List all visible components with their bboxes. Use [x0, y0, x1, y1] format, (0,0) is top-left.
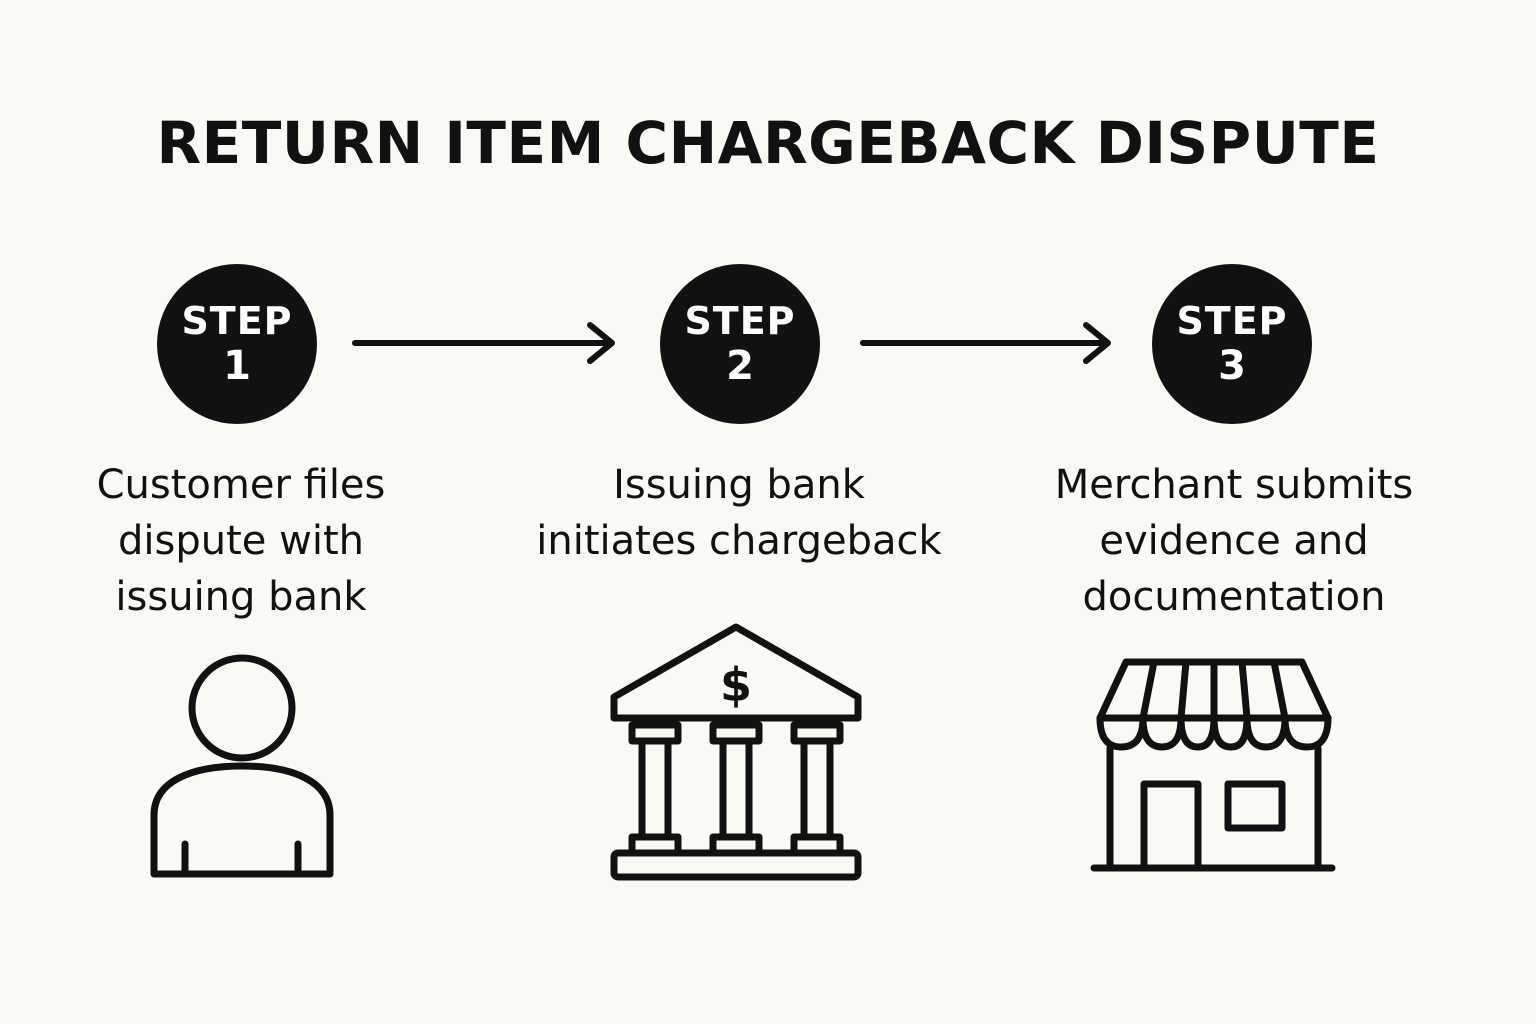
arrow-step-1-to-2: [352, 322, 615, 364]
step-1-number: 1: [223, 343, 251, 389]
step-1-description: Customer files dispute with issuing bank: [21, 457, 461, 625]
step-1-description-line: dispute with: [118, 518, 364, 564]
step-3-description: Merchant submits evidence and documentat…: [1014, 457, 1454, 625]
step-3-number: 3: [1218, 343, 1246, 389]
arrow-step-2-to-3: [860, 322, 1111, 364]
step-1-circle: STEP 1: [157, 264, 317, 424]
dollar-sign-icon: $: [720, 658, 752, 712]
step-3-description-line: evidence and: [1099, 518, 1369, 564]
step-3-description-line: documentation: [1082, 574, 1386, 620]
step-2-circle: STEP 2: [660, 264, 820, 424]
step-2-label: STEP: [684, 299, 796, 343]
step-2-description: Issuing bank initiates chargeback: [519, 457, 959, 569]
storefront-icon: [1090, 658, 1336, 872]
step-1-description-line: Customer files: [96, 462, 386, 508]
step-2-number: 2: [726, 343, 754, 389]
step-2-description-line: initiates chargeback: [536, 518, 942, 564]
step-1-description-line: issuing bank: [115, 574, 367, 620]
step-3-description-line: Merchant submits: [1054, 462, 1414, 508]
step-1-label: STEP: [181, 299, 293, 343]
bank-icon: $: [610, 623, 862, 881]
step-3-label: STEP: [1176, 299, 1288, 343]
person-icon: [150, 654, 334, 878]
diagram-title: RETURN ITEM CHARGEBACK DISPUTE: [156, 109, 1380, 177]
step-2-description-line: Issuing bank: [613, 462, 865, 508]
step-3-circle: STEP 3: [1152, 264, 1312, 424]
